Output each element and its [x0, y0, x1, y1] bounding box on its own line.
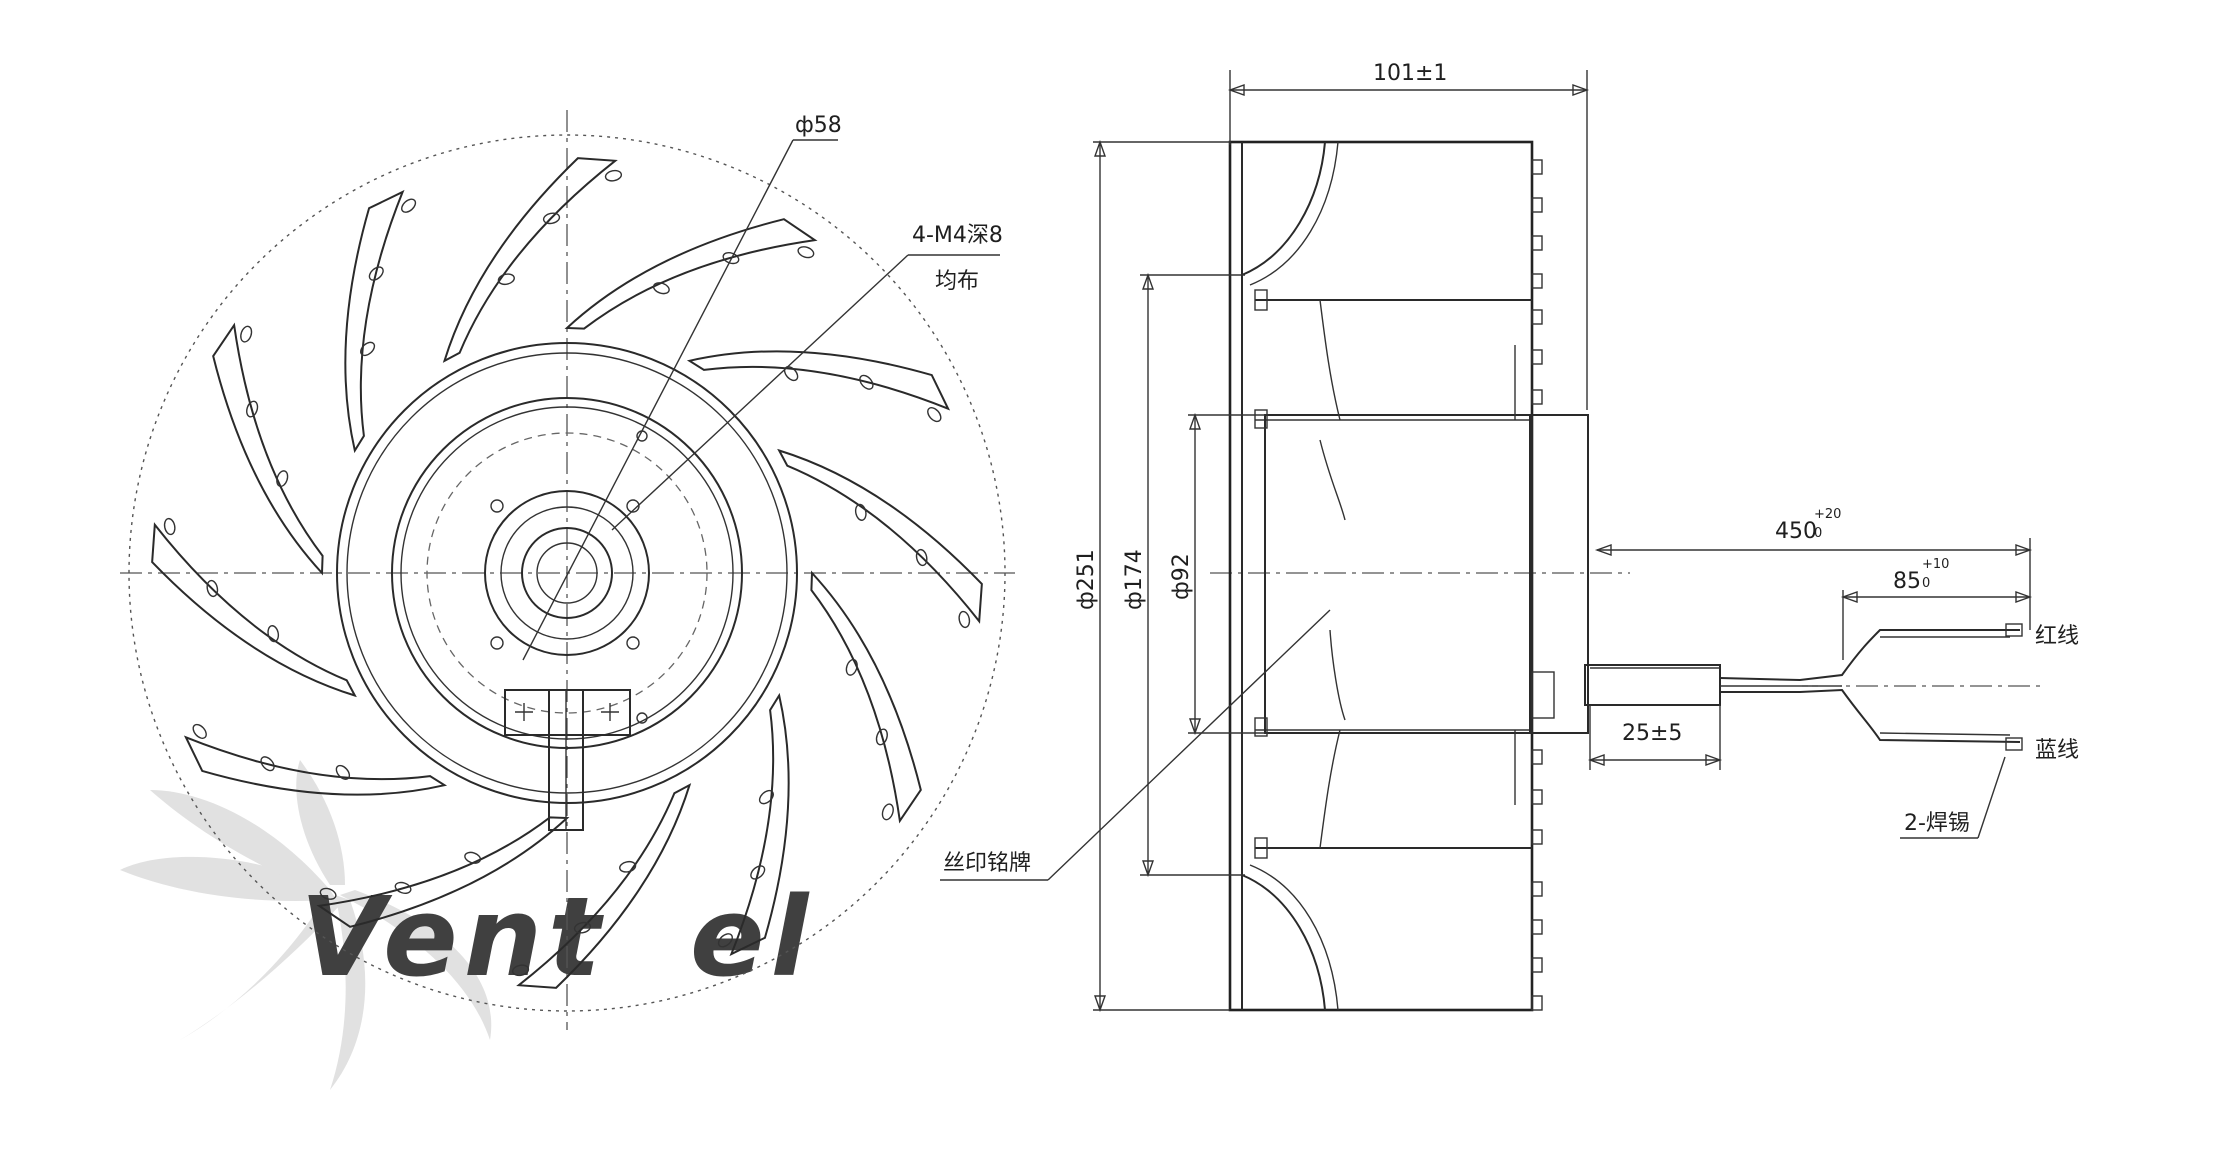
- rivet-hole: [360, 341, 376, 357]
- front-view: ф58 4-M4深8 均布: [120, 110, 1015, 1030]
- rivet-hole: [845, 658, 858, 676]
- thread-note-line2: 均布: [935, 269, 979, 294]
- flange-tooth: [1531, 881, 1543, 897]
- blade: [810, 570, 922, 824]
- rivet-hole: [464, 851, 482, 864]
- blue-wire-label: 蓝线: [2035, 738, 2079, 763]
- rivet-hole: [573, 921, 592, 934]
- rivet-hole: [652, 282, 670, 295]
- rivet-hole: [797, 246, 815, 259]
- hub-diameter-label: ф58: [795, 113, 842, 138]
- shaft-diameter-label: ф92: [1169, 553, 1194, 600]
- rivet-hole: [368, 266, 384, 281]
- rivet-hole: [206, 579, 219, 598]
- blade: [316, 816, 570, 928]
- rivet-hole: [717, 933, 733, 948]
- blade: [729, 692, 790, 957]
- rivet-hole: [859, 374, 874, 390]
- rivet-hole: [240, 325, 253, 343]
- rivet-hole: [246, 400, 259, 418]
- rivet-hole: [511, 964, 530, 977]
- red-wire-label: 红线: [2035, 624, 2079, 649]
- rivet-hole: [750, 865, 766, 880]
- flange-tooth: [1531, 159, 1543, 175]
- rivet-hole: [401, 198, 417, 213]
- flange-tooth: [1531, 957, 1543, 973]
- strip-length-tol-lower: 0: [1922, 576, 1930, 591]
- side-view: 101±1 ф251 ф174 ф92 450 +20 0 85 +10 0: [940, 61, 2079, 1013]
- flange-tooth: [1531, 309, 1543, 325]
- blade: [516, 783, 692, 989]
- flange-tooth: [1531, 749, 1543, 765]
- rivet-hole: [497, 273, 515, 286]
- ventel-watermark: Vent el: [120, 760, 814, 1090]
- lead-length-label: 450: [1775, 519, 1817, 544]
- rivet-hole: [758, 789, 774, 805]
- nameplate-note: 丝印铭牌: [943, 851, 1031, 876]
- rivet-hole: [335, 764, 351, 780]
- flange-tooth: [1531, 829, 1543, 845]
- blade: [686, 350, 951, 411]
- strip-length-tol-upper: +10: [1922, 557, 1949, 572]
- flange-tooth: [1531, 197, 1543, 213]
- watermark-brand-gray: Vent: [300, 873, 607, 1001]
- rivet-hole: [927, 407, 942, 423]
- flange-tooth: [1531, 389, 1543, 405]
- lead-length-tol-lower: 0: [1814, 526, 1822, 541]
- rivet-hole: [192, 723, 207, 739]
- width-dimension: 101±1: [1373, 61, 1447, 86]
- outer-diameter-label: ф251: [1074, 549, 1099, 610]
- rivet-hole: [604, 169, 623, 182]
- rivet-hole: [542, 212, 561, 225]
- rivet-hole: [319, 887, 337, 900]
- watermark-brand-blue: el: [690, 873, 814, 1001]
- rivet-holes: [163, 169, 971, 977]
- rivet-hole: [915, 548, 928, 567]
- blade: [344, 189, 405, 454]
- impeller-blades: [151, 157, 983, 989]
- rivet-hole: [619, 860, 637, 873]
- flange-tooth: [1531, 789, 1543, 805]
- rivet-hole: [881, 803, 894, 821]
- blade: [777, 448, 983, 624]
- blade: [212, 322, 324, 576]
- rivet-hole: [260, 756, 275, 772]
- strip-length-label: 85: [1893, 569, 1921, 594]
- sleeve-length-label: 25±5: [1622, 721, 1682, 746]
- flange-tooth: [1531, 273, 1543, 289]
- rivet-hole: [875, 728, 888, 746]
- rivet-hole: [958, 610, 971, 629]
- blade: [151, 522, 357, 698]
- solder-note: 2-焊锡: [1904, 811, 1970, 836]
- rivet-hole: [276, 470, 289, 488]
- thread-note-line1: 4-M4深8: [912, 223, 1003, 248]
- blade: [183, 735, 448, 796]
- blade: [442, 157, 618, 363]
- flange-tooth: [1531, 235, 1543, 251]
- flange-tooth: [1531, 349, 1543, 365]
- flange-tooth: [1531, 919, 1543, 935]
- rivet-hole: [854, 503, 867, 521]
- lead-length-tol-upper: +20: [1814, 507, 1841, 522]
- flange-tooth: [1531, 995, 1543, 1011]
- inlet-diameter-label: ф174: [1122, 549, 1147, 610]
- rivet-hole: [394, 881, 412, 894]
- rivet-hole: [163, 517, 176, 536]
- blade: [564, 218, 818, 330]
- rivet-hole: [267, 625, 280, 643]
- rivet-hole: [783, 366, 799, 382]
- rear-flange-teeth: [1531, 159, 1543, 1011]
